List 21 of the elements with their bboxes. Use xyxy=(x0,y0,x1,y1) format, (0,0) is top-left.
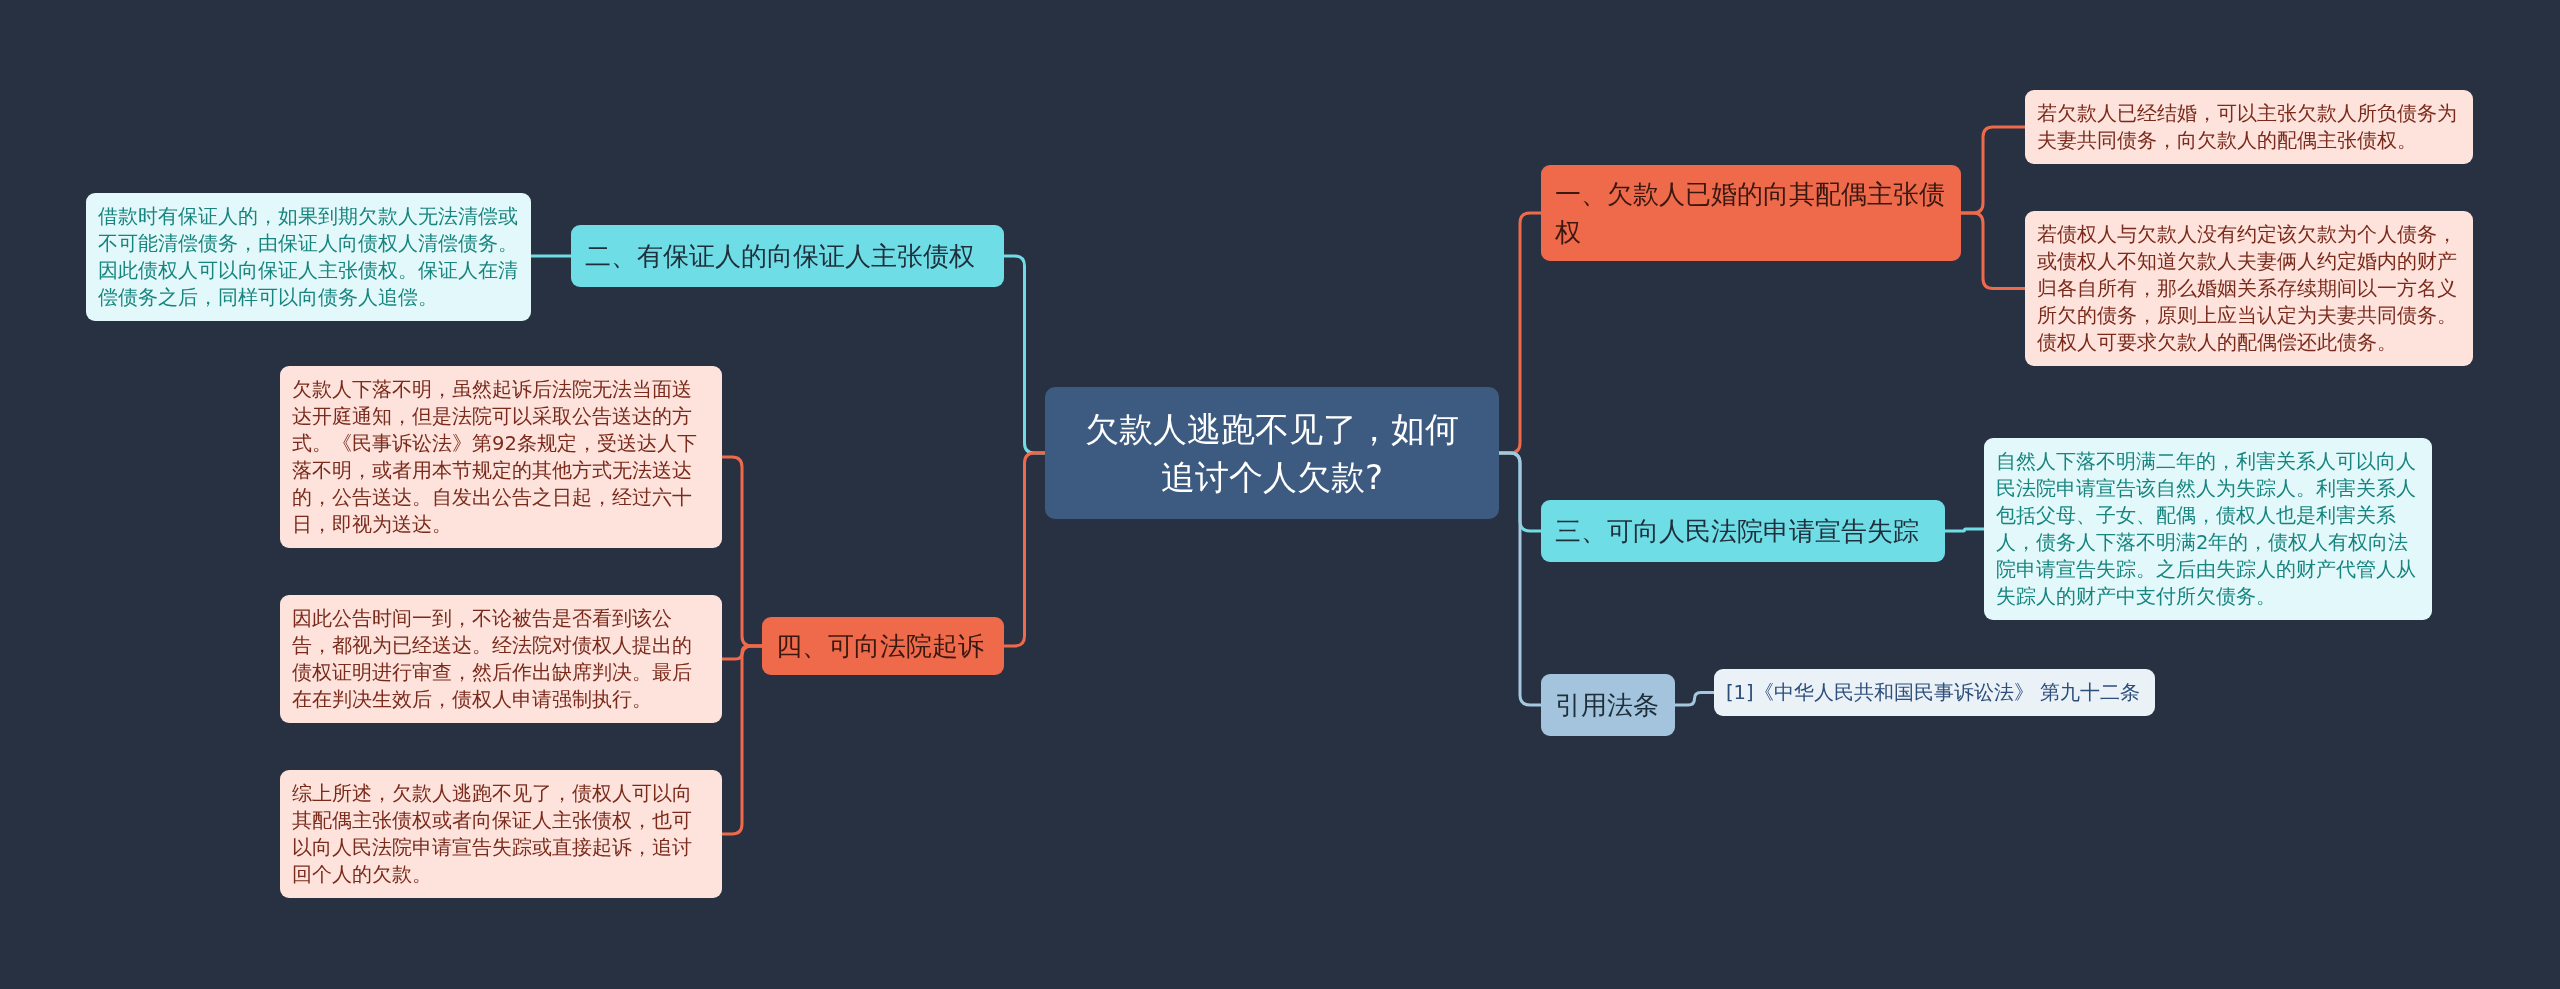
reference-card: [1]《中华人民共和国民事诉讼法》 第九十二条 xyxy=(1714,669,2155,716)
connector-line xyxy=(1961,211,2025,290)
topic-box: 一、欠款人已婚的向其配偶主张债权 xyxy=(1541,165,1961,261)
note-card: 因此公告时间一到，不论被告是否看到该公告，都视为已经送达。经法院对债权人提出的债权证明进行审查，然后作出缺席判决。最后在在判决生效后，债权人申请强制执行。 xyxy=(280,595,722,723)
note-card: 借款时有保证人的，如果到期欠款人无法清偿或不可能清偿债务，由保证人向债权人清偿债务。因此债权人可以向保证人主张债权。保证人在清偿债务之后，同样可以向债务人追偿。 xyxy=(86,193,531,321)
connector-line xyxy=(1499,451,1541,707)
topic-box: 三、可向人民法院申请宣告失踪 xyxy=(1541,500,1945,562)
topic-box: 引用法条 xyxy=(1541,674,1675,736)
note-card: 自然人下落不明满二年的，利害关系人可以向人民法院申请宣告该自然人为失踪人。利害关系人包括父母、子女、配偶，债权人也是利害关系人，债务人下落不明满2年的，债权人有权向法院申请宣告失踪。之后由失踪人的财产代管人从失踪人的财产中支付所欠债务。 xyxy=(1984,438,2432,620)
connector-line xyxy=(531,254,571,258)
connector-line xyxy=(1004,451,1045,648)
topic-box: 二、有保证人的向保证人主张债权 xyxy=(571,225,1004,287)
note-card: 欠款人下落不明，虽然起诉后法院无法当面送达开庭通知，但是法院可以采取公告送达的方式。《民事诉讼法》第92条规定，受送达人下落不明，或者用本节规定的其他方式无法送达的，公告送达。自发出公告之日起，经过六十日，即视为送达。 xyxy=(280,366,722,548)
central-topic-box: 欠款人逃跑不见了，如何追讨个人欠款? xyxy=(1045,387,1499,519)
connector-line xyxy=(1675,691,1714,707)
connector-line xyxy=(722,644,762,836)
note-card: 若欠款人已经结婚，可以主张欠款人所负债务为夫妻共同债务，向欠款人的配偶主张债权。 xyxy=(2025,90,2473,164)
connector-line xyxy=(1945,527,1984,533)
note-card: 综上所述，欠款人逃跑不见了，债权人可以向其配偶主张债权或者向保证人主张债权，也可以向人民法院申请宣告失踪或直接起诉，追讨回个人的欠款。 xyxy=(280,770,722,898)
topic-box: 四、可向法院起诉 xyxy=(762,617,1004,675)
note-card: 若债权人与欠款人没有约定该欠款为个人债务，或债权人不知道欠款人夫妻俩人约定婚内的财产归各自所有，那么婚姻关系存续期间以一方名义所欠的债务，原则上应当认定为夫妻共同债务。债权人可要求欠款人的配偶偿还此债务。 xyxy=(2025,211,2473,366)
